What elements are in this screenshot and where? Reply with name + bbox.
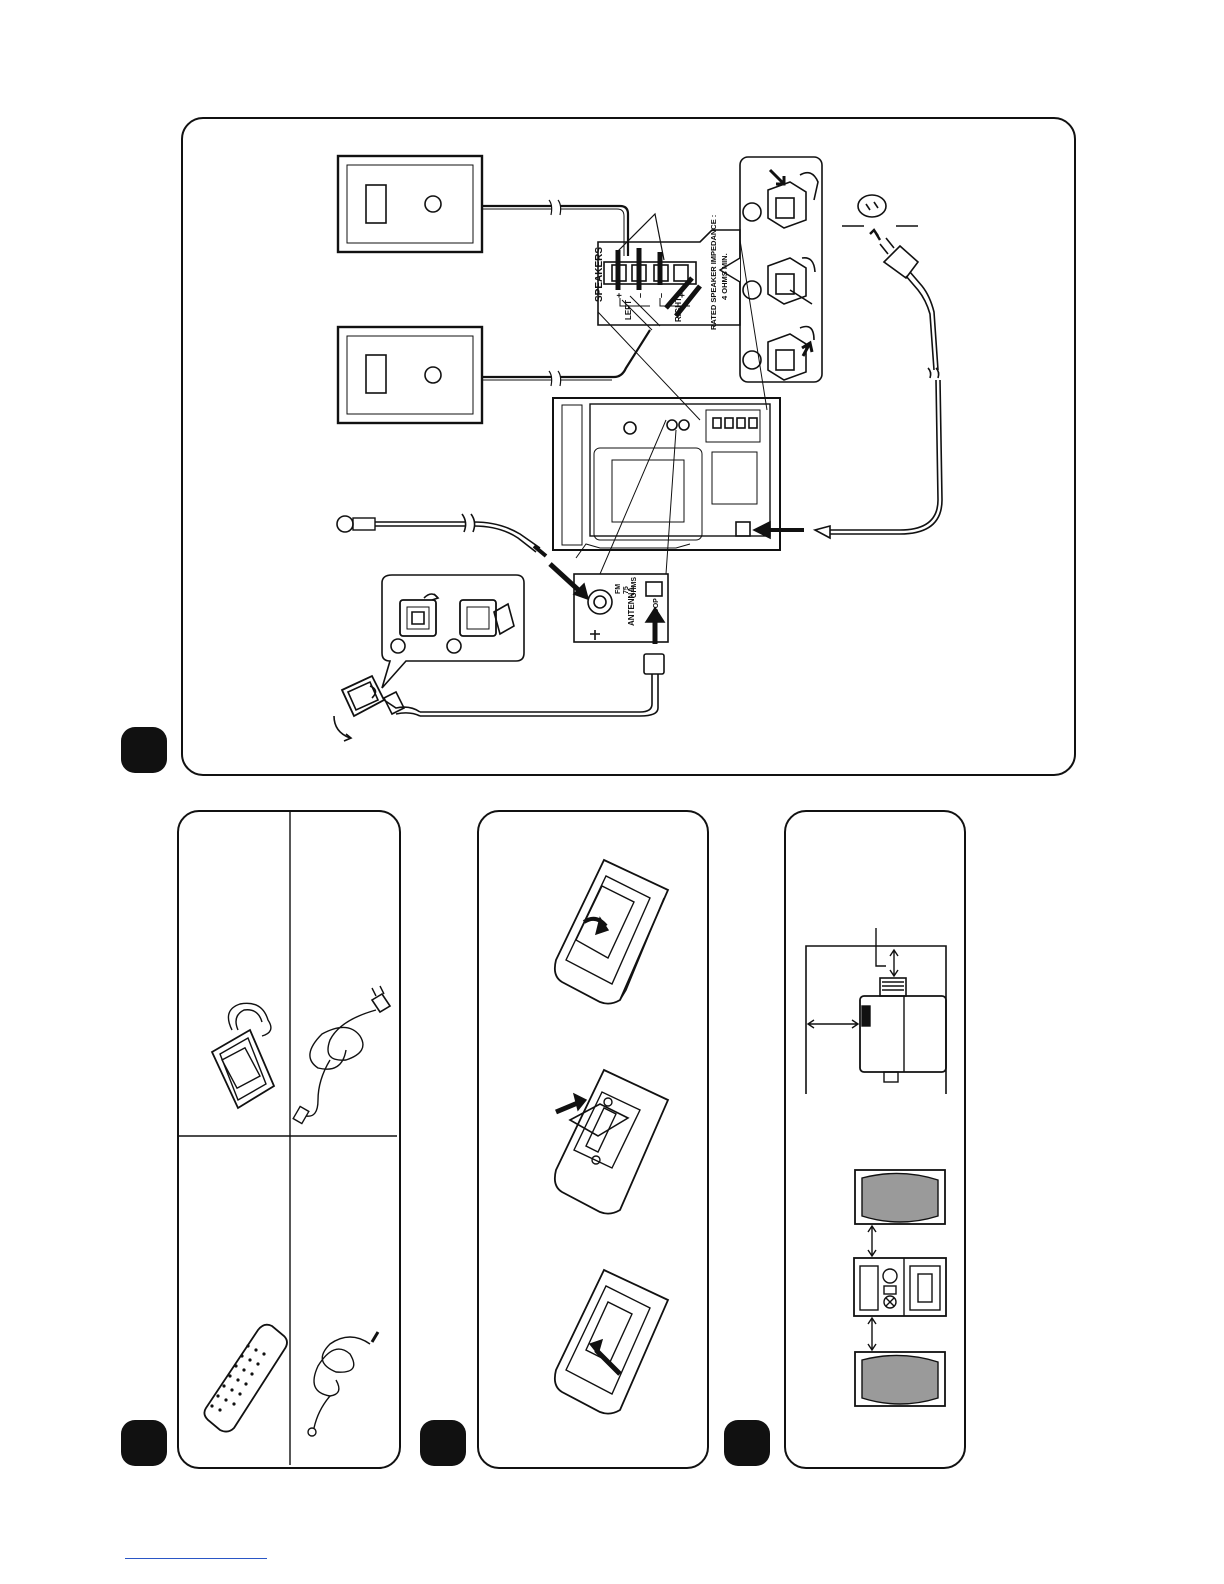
speaker-arrangement-figure (854, 1170, 946, 1406)
footer-rule (125, 1558, 267, 1559)
unit-clearance-figure (806, 928, 946, 1094)
